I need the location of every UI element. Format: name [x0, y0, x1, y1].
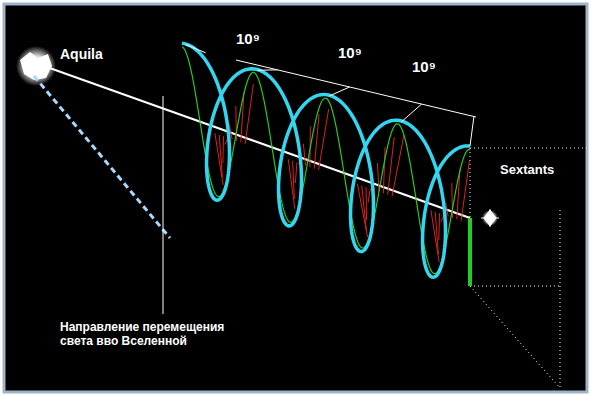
star-name: Sextants: [500, 162, 554, 177]
green-wave: [182, 47, 470, 274]
leader-line: [163, 96, 164, 314]
helix-group: [182, 43, 474, 286]
field-hatch: [392, 135, 404, 197]
dimension-line: [236, 60, 476, 117]
field-hatch: [383, 147, 385, 193]
field-hatch: [357, 184, 367, 237]
direction-note: Направление перемещения света вво Вселен…: [60, 320, 252, 348]
star-sextants: [481, 209, 499, 227]
field-hatch: [293, 161, 295, 199]
field-hatch: [388, 137, 394, 195]
dimension-tick: [330, 87, 350, 96]
field-hatch: [219, 135, 222, 178]
field-hatch: [295, 162, 297, 183]
field-hatch: [319, 109, 329, 170]
dimension-label: 10⁹: [236, 30, 260, 47]
field-hatch: [438, 213, 440, 240]
dashed-ray: [34, 76, 170, 238]
dimension-tick: [470, 116, 474, 146]
field-hatch: [222, 136, 224, 163]
field-hatch: [435, 212, 438, 255]
field-hatch: [368, 189, 370, 203]
dimension-label: 10⁹: [412, 58, 436, 75]
black-ground: [4, 4, 587, 392]
field-hatch: [366, 187, 367, 220]
cyan-helix: [182, 43, 470, 277]
field-hatch: [303, 144, 305, 166]
dimension-label: 10⁹: [338, 44, 362, 61]
field-hatch: [461, 161, 469, 221]
field-hatch: [288, 159, 294, 209]
field-hatch: [431, 210, 439, 262]
field-hatch: [377, 163, 379, 192]
end-marker: [468, 218, 472, 286]
dotted-plane: [470, 148, 589, 388]
star-name: Aquila: [60, 46, 103, 62]
dimension-tick: [258, 69, 278, 70]
dimension-tick: [186, 45, 206, 53]
field-hatch: [215, 133, 223, 185]
field-hatch: [245, 84, 253, 144]
dimension-tick: [402, 104, 422, 122]
field-hatch: [362, 186, 367, 232]
